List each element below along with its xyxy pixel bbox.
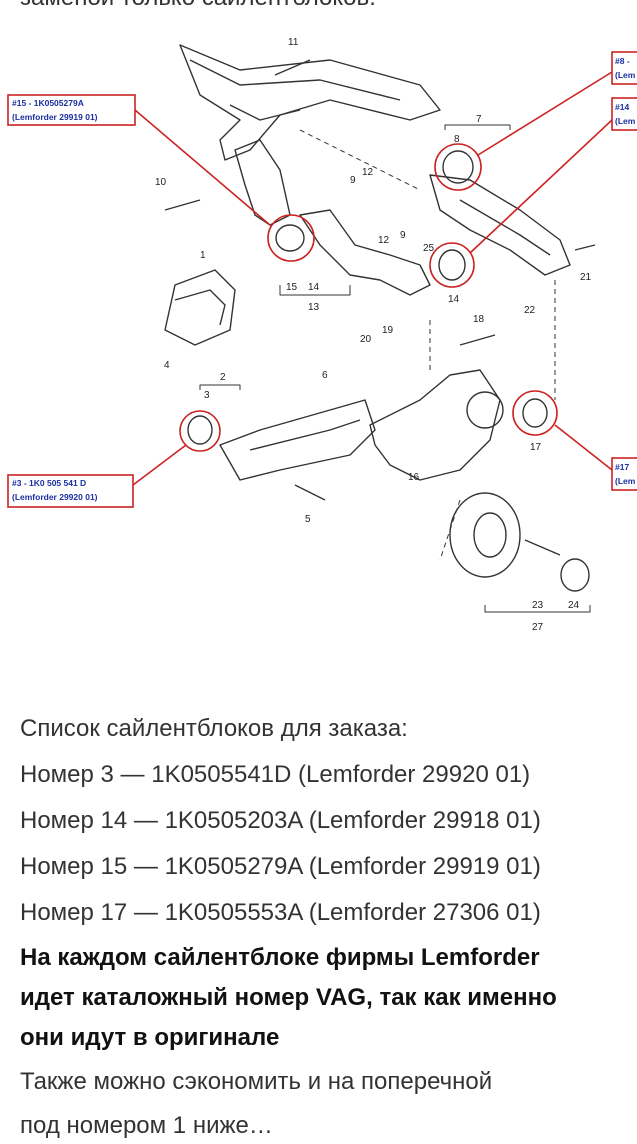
bold-note-line: они идут в оригинале xyxy=(20,1024,280,1051)
bold-note-line: На каждом сайлентблоке фирмы Lemforder xyxy=(20,944,540,971)
suspension-diagram: #15 - 1K0505279A (Lemforder 29919 01) #3… xyxy=(7,37,637,633)
part-number-label: 27 xyxy=(532,622,544,633)
callout-14-line1: #14 xyxy=(615,102,629,112)
text-content: Список сайлентблоков для заказа: Номер 3… xyxy=(20,706,637,1144)
part-number-label: 14 xyxy=(448,294,460,305)
part-number-label: 5 xyxy=(305,514,311,525)
trailing-arm-2 xyxy=(219,399,376,481)
part-number-label: 20 xyxy=(360,334,372,345)
callout-15-line1: #15 - 1K0505279A xyxy=(12,98,84,108)
wheel-hub xyxy=(449,492,521,578)
callout-box-14 xyxy=(611,97,637,131)
part-number-label: 4 xyxy=(164,360,170,371)
part-number-label: 11 xyxy=(288,37,299,48)
part-number-label: 15 xyxy=(286,282,298,293)
part-number-label: 24 xyxy=(568,600,580,611)
knuckle-16 xyxy=(369,369,501,481)
part-number-label: 8 xyxy=(454,134,460,145)
mount-1 xyxy=(164,269,236,346)
part-number-label: 13 xyxy=(308,302,320,313)
part-number-label: 12 xyxy=(362,167,374,178)
callout-box-8 xyxy=(611,51,637,85)
tail-line: под номером 1 ниже… xyxy=(20,1112,273,1139)
part-number-label: 1 xyxy=(200,250,206,261)
part-number-label: 6 xyxy=(322,370,328,381)
part-number-label: 9 xyxy=(350,175,356,186)
callout-3-line1: #3 - 1K0 505 541 D xyxy=(12,478,86,488)
control-arm-13 xyxy=(299,209,431,296)
list-item: Номер 14 — 1K0505203A (Lemforder 29918 0… xyxy=(20,807,541,834)
callout-box-3 xyxy=(7,474,134,508)
callout-3-line2: (Lemforder 29920 01) xyxy=(12,492,98,502)
bold-note-line: идет каталожный номер VAG, так как именн… xyxy=(20,984,557,1011)
upper-arm-7 xyxy=(429,174,571,276)
part-number-label: 17 xyxy=(530,442,542,453)
list-heading: Список сайлентблоков для заказа: xyxy=(20,715,408,742)
part-number-label: 23 xyxy=(532,600,544,611)
callout-17-line2: (Lem xyxy=(615,476,636,486)
part-number-label: 3 xyxy=(204,390,210,401)
list-item: Номер 3 — 1K0505541D (Lemforder 29920 01… xyxy=(20,761,531,788)
callout-17-line1: #17 xyxy=(615,462,629,472)
part-number-label: 7 xyxy=(476,114,482,125)
top-paragraph-fragment: заменой только сайлентблоков. xyxy=(20,0,376,12)
list-item: Номер 15 — 1K0505279A (Lemforder 29919 0… xyxy=(20,853,541,880)
part-number-label: 10 xyxy=(155,177,167,188)
part-number-label: 14 xyxy=(308,282,320,293)
callout-8-line2: (Lem xyxy=(615,70,636,80)
callout-box-17 xyxy=(611,457,637,491)
callout-8-line1: #8 - xyxy=(615,56,630,66)
part-number-label: 25 xyxy=(423,243,435,254)
bracket xyxy=(234,139,291,226)
part-number-label: 21 xyxy=(580,272,592,283)
part-number-label: 9 xyxy=(400,230,406,241)
part-number-label: 2 xyxy=(220,372,226,383)
list-item: Номер 17 — 1K0505553A (Lemforder 27306 0… xyxy=(20,899,541,926)
callout-box-15 xyxy=(7,94,136,126)
part-number-label: 22 xyxy=(524,305,536,316)
tail-line: Также можно сэкономить и на поперечной xyxy=(20,1068,493,1095)
part-number-label: 16 xyxy=(408,472,420,483)
callout-15-line2: (Lemforder 29919 01) xyxy=(12,112,98,122)
subframe xyxy=(179,44,441,161)
part-number-label: 19 xyxy=(382,325,394,336)
part-number-label: 12 xyxy=(378,235,390,246)
callout-14-line2: (Lem xyxy=(615,116,636,126)
part-number-label: 18 xyxy=(473,314,485,325)
